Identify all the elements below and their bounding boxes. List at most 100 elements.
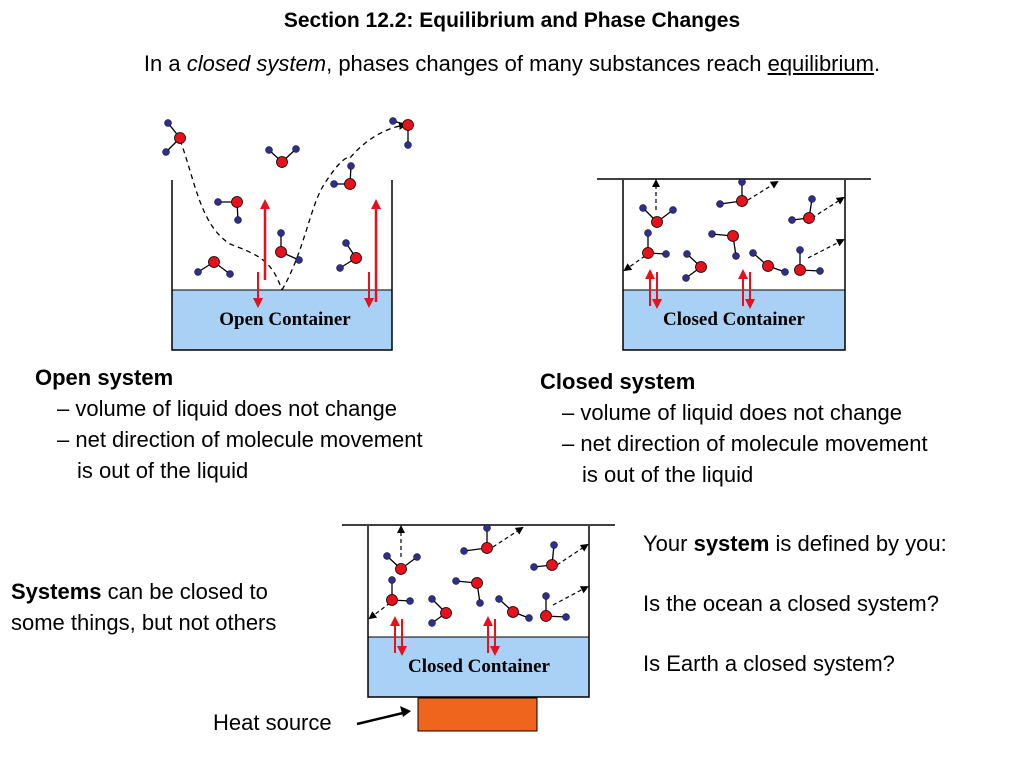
water-molecule (788, 195, 816, 224)
closed-system-point: is out of the liquid (582, 462, 754, 487)
bounce-arrow (556, 543, 589, 566)
open-container: Open Container (171, 121, 407, 351)
escape-path-left (179, 139, 283, 291)
systems-note-line1: can be closed to (101, 579, 268, 604)
hydrogen-atom (265, 146, 273, 154)
closed-system-notes: Closed system – volume of liquid does no… (540, 366, 928, 490)
oxygen-atom (471, 577, 483, 589)
oxygen-atom (651, 216, 663, 228)
open-system-point: – net direction of molecule movement (57, 427, 423, 452)
heat-source-label: Heat source (213, 710, 332, 735)
bounce-arrow (811, 196, 845, 219)
water-molecule (428, 595, 452, 627)
hydrogen-atom (483, 524, 491, 532)
water-molecule (642, 229, 670, 259)
oxygen-atom (762, 260, 774, 272)
bounce-arrow (492, 526, 524, 548)
bounce-arrow (552, 586, 589, 606)
oxygen-atom (546, 559, 558, 571)
water-molecule (452, 577, 484, 607)
definition-prefix: Your (643, 531, 694, 556)
hydrogen-atom (542, 592, 550, 600)
bounce-arrow (807, 239, 845, 259)
water-molecule (460, 524, 493, 555)
oxygen-atom (344, 178, 356, 190)
open-system-point: – volume of liquid does not change (57, 396, 398, 421)
subtitle-closed-system: closed system (186, 51, 327, 76)
heated-container-walls (367, 526, 590, 698)
oxygen-atom (736, 195, 748, 207)
oxygen-atom (350, 252, 362, 264)
oxygen-atom (481, 542, 493, 554)
slide-title: Section 12.2: Equilibrium and Phase Chan… (283, 9, 741, 32)
oxygen-atom (642, 247, 654, 259)
hydrogen-atom (716, 200, 724, 208)
closed-system-point: – volume of liquid does not change (562, 400, 903, 425)
oxygen-atom (695, 261, 707, 273)
hydrogen-atom (452, 577, 460, 585)
heated-closed-container: Closed Container (342, 524, 615, 732)
systems-note-line2: some things, but not others (11, 610, 277, 635)
oxygen-atom (208, 256, 220, 268)
oxygen-atom (440, 607, 452, 619)
definition-bold: system (693, 531, 770, 556)
oxygen-atom (794, 264, 806, 276)
hydrogen-atom (406, 597, 414, 605)
oxygen-atom (174, 132, 186, 144)
hydrogen-atom (788, 216, 796, 224)
hydrogen-atom (460, 547, 468, 555)
question-earth: Is Earth a closed system? (643, 651, 895, 676)
open-system-heading: Open system (35, 365, 174, 390)
hydrogen-atom (164, 119, 172, 127)
water-molecule (386, 576, 414, 606)
hydrogen-atom (816, 267, 824, 275)
water-molecule (716, 178, 748, 208)
subtitle-equilibrium: equilibrium (767, 51, 874, 76)
heat-source-pointer (356, 711, 404, 726)
hydrogen-atom (214, 198, 222, 206)
hydrogen-atom (162, 148, 170, 156)
system-definition: Your system is defined by you: Is the oc… (643, 529, 947, 709)
subtitle-suffix: . (873, 51, 881, 76)
water-molecule (214, 196, 243, 224)
closed-container-label: Closed Container (663, 309, 806, 330)
escape-path-right (281, 121, 407, 291)
hydrogen-atom (495, 595, 503, 603)
water-molecule (540, 592, 570, 622)
hydrogen-atom (476, 599, 484, 607)
water-molecule (530, 541, 558, 571)
open-system-notes: Open system – volume of liquid does not … (35, 362, 423, 486)
open-container-liquid (172, 290, 392, 350)
systems-note-bold: Systems (11, 579, 102, 604)
hydrogen-atom (781, 268, 789, 276)
open-container-label: Open Container (219, 309, 351, 330)
hydrogen-atom (347, 162, 355, 170)
oxygen-atom (727, 230, 739, 242)
hydrogen-atom (428, 595, 436, 603)
hydrogen-atom (682, 274, 690, 282)
water-molecule (794, 246, 824, 276)
hydrogen-atom (295, 256, 303, 264)
water-molecule (194, 256, 234, 278)
hydrogen-atom (389, 117, 397, 125)
hydrogen-atom (738, 178, 746, 186)
heated-container-label: Closed Container (408, 656, 551, 677)
bounce-arrow (747, 180, 779, 201)
oxygen-atom (231, 196, 243, 208)
oxygen-atom (402, 119, 414, 131)
hydrogen-atom (336, 264, 344, 272)
hydrogen-atom (644, 229, 652, 237)
hydrogen-atom (708, 230, 716, 238)
hydrogen-atom (404, 141, 412, 149)
subtitle-middle: , phases changes of many substances reac… (326, 51, 768, 76)
water-molecule (389, 117, 414, 149)
oxygen-atom (507, 606, 519, 618)
hydrogen-atom (342, 239, 350, 247)
slide-subtitle: In a closed system, phases changes of ma… (0, 50, 1024, 78)
hydrogen-atom (669, 206, 677, 214)
closed-container-walls (622, 180, 846, 351)
hydrogen-atom (330, 180, 338, 188)
oxygen-atom (386, 594, 398, 606)
oxygen-atom (275, 246, 287, 258)
hydrogen-atom (796, 246, 804, 254)
